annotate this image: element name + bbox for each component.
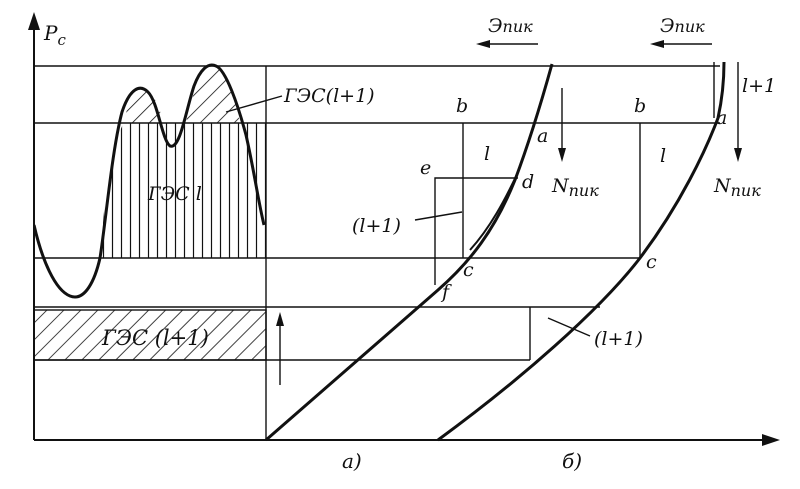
x-axis-arrow bbox=[762, 434, 780, 446]
point-l-b: l bbox=[660, 145, 666, 167]
label-ges-l1-bottom: ГЭС (l+1) bbox=[101, 326, 209, 350]
y-axis-label: Pc bbox=[43, 21, 66, 49]
point-b-b: b bbox=[634, 95, 646, 117]
point-d: d bbox=[522, 171, 534, 193]
leader-ges-l1-top bbox=[225, 95, 283, 113]
point-f: f bbox=[440, 281, 452, 303]
up-arrow-head bbox=[276, 312, 284, 326]
point-b-a: b bbox=[456, 95, 468, 117]
point-l1-a: (l+1) bbox=[352, 215, 401, 237]
ges-l-hatched-area bbox=[100, 123, 266, 258]
label-n-pik-b: Nпик bbox=[713, 175, 761, 200]
labels: Pc ГЭС(l+1) ГЭС l ГЭС (l+1) Эпик Эпик l+… bbox=[43, 15, 776, 473]
caption-a: a) bbox=[342, 449, 362, 473]
n-pik-arrow-a-head bbox=[558, 148, 566, 162]
label-e-pik-a: Эпик bbox=[488, 15, 533, 37]
ges-l1-peak-hatch-1 bbox=[124, 89, 164, 123]
caption-b: б) bbox=[562, 449, 582, 473]
arrow-l1-a bbox=[414, 211, 463, 221]
e-pik-arrow-b-head bbox=[650, 40, 664, 48]
point-c-b: c bbox=[646, 251, 657, 273]
point-l1-b: (l+1) bbox=[594, 328, 643, 350]
label-e-pik-b: Эпик bbox=[660, 15, 705, 37]
n-pik-arrow-b-head bbox=[734, 148, 742, 162]
duration-curve-a-inner bbox=[469, 171, 519, 251]
daily-load-curve-group bbox=[34, 63, 266, 299]
label-ges-l: ГЭС l bbox=[147, 183, 202, 205]
part-b-curves bbox=[437, 40, 742, 442]
point-a-b: a bbox=[716, 107, 727, 129]
daily-load-curve bbox=[34, 63, 266, 299]
y-axis-arrow bbox=[28, 12, 40, 30]
arrow-l1-b bbox=[547, 317, 591, 337]
ges-l1-lower-band bbox=[33, 309, 267, 361]
duration-curve-b bbox=[437, 61, 726, 442]
point-e: e bbox=[420, 157, 431, 179]
part-a-curves bbox=[265, 40, 566, 442]
point-l-a: l bbox=[484, 143, 490, 165]
point-c-a: c bbox=[463, 259, 474, 281]
e-pik-arrow-a-head bbox=[476, 40, 490, 48]
rect-e bbox=[434, 177, 518, 285]
label-l1-top-right: l+1 bbox=[742, 75, 776, 97]
label-n-pik-a: Nпик bbox=[551, 175, 599, 200]
point-a-a: a bbox=[537, 125, 548, 147]
label-ges-l1-top: ГЭС(l+1) bbox=[283, 85, 375, 107]
